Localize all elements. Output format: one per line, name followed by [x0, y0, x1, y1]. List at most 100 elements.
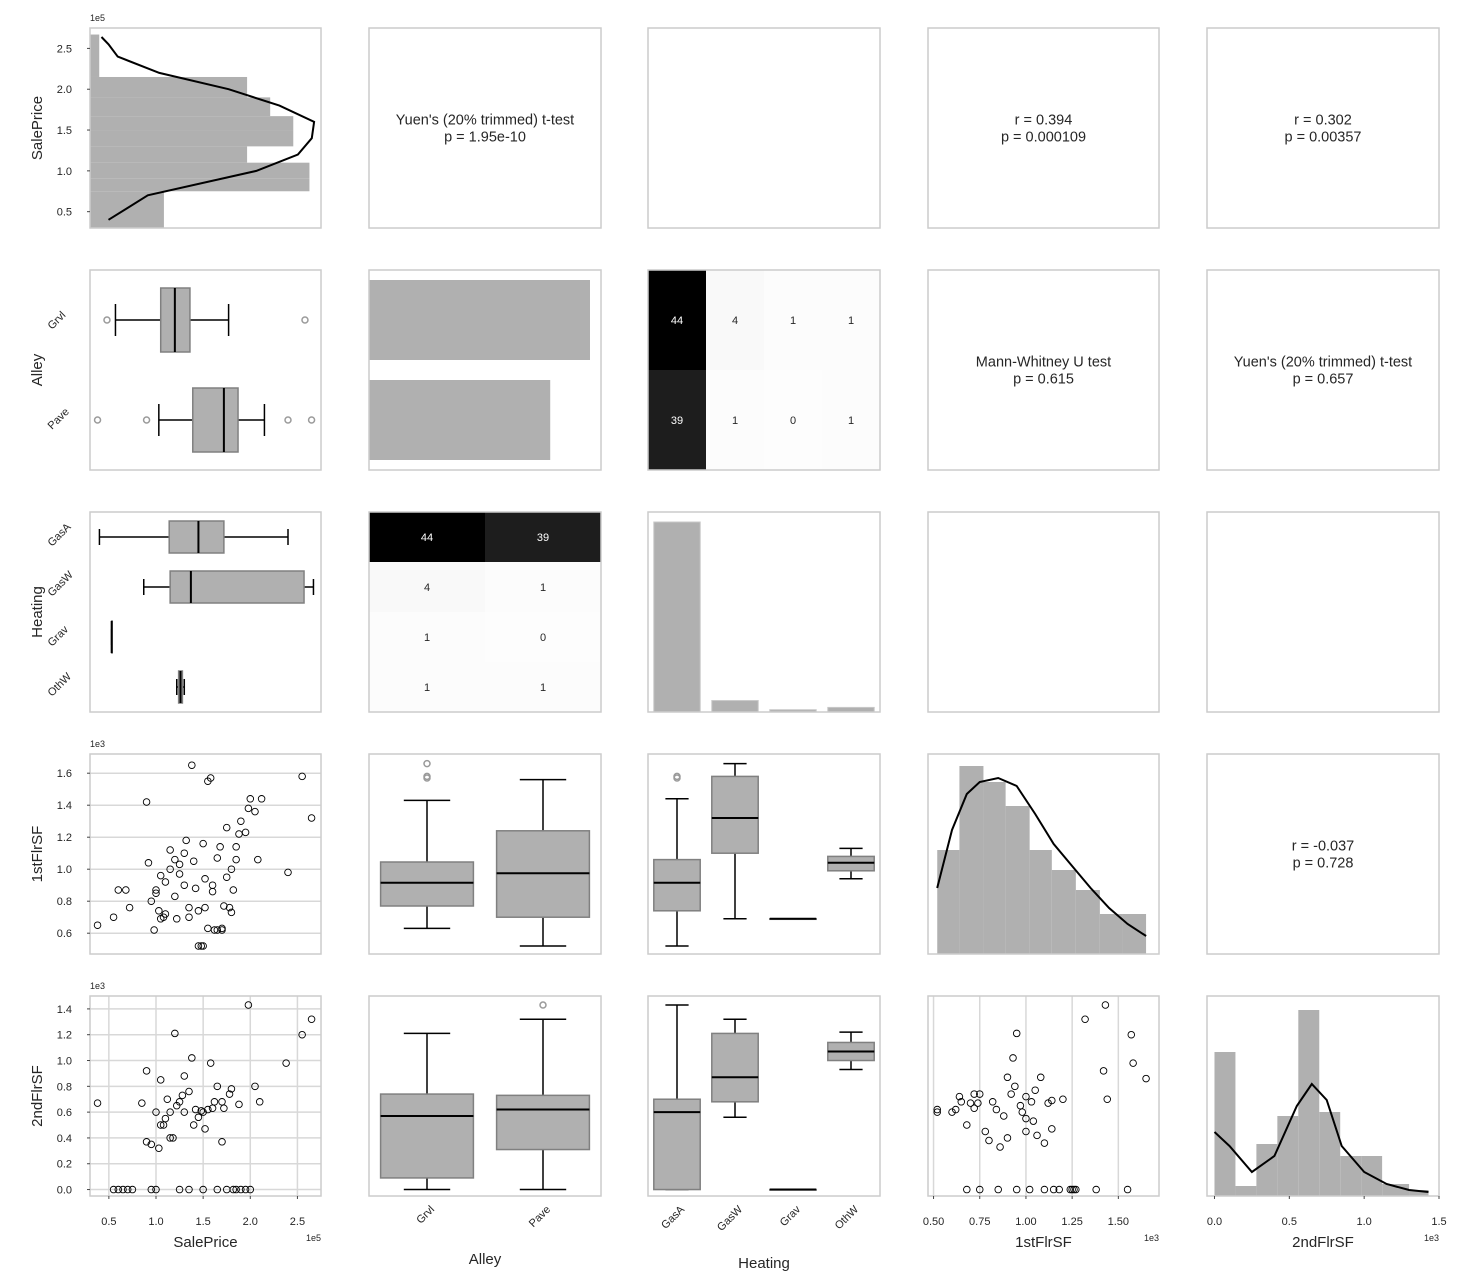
scatter-point [257, 795, 266, 803]
x-tick-label: 1.00 [1015, 1216, 1036, 1228]
panel-frame [927, 27, 1160, 229]
panel-frame [1206, 27, 1440, 229]
scatter-point [232, 1185, 240, 1194]
histogram-bar [1214, 1052, 1236, 1196]
scatter-point [225, 1090, 234, 1098]
box-iqr [711, 775, 759, 854]
y-tick-label: 0.5 [57, 207, 72, 219]
y-tick-label: 1.0 [57, 1056, 72, 1068]
scatter-point [1022, 1092, 1030, 1101]
scatter-point [142, 1138, 151, 1146]
scatter-point [213, 854, 222, 862]
x-tick-label: OthW [833, 1203, 862, 1232]
x-tick-label: Grav [778, 1203, 804, 1229]
scatter-point [975, 1185, 984, 1194]
scatter-point [171, 1029, 179, 1038]
panel-2ndFlrSF-vs-Alley [368, 995, 602, 1197]
scatter-point [225, 903, 234, 912]
stat-test-line: r = 0.302 [1294, 113, 1352, 129]
scatter-point [216, 843, 224, 851]
heatmap-count: 1 [848, 415, 854, 427]
scatter-point [172, 915, 181, 923]
scatter-point [208, 887, 217, 896]
scatter-point [1068, 1185, 1076, 1194]
boxplot-GasA [98, 520, 289, 554]
scatter-point [1022, 1127, 1030, 1136]
scatter-point [218, 1098, 226, 1106]
scatter-point [175, 870, 184, 878]
scatter-point [185, 1185, 193, 1194]
scatter-point [1049, 1185, 1058, 1194]
scatter-point [156, 1076, 165, 1084]
scatter-point [93, 1099, 102, 1107]
scatter-point [147, 1140, 156, 1149]
histogram-bar [90, 116, 294, 131]
scatter-point [981, 1127, 990, 1136]
scatter-point [970, 1090, 978, 1098]
scatter-point [166, 1134, 174, 1142]
boxplot-GasW [711, 762, 759, 920]
scatter-point [175, 1185, 184, 1194]
scatter-point [189, 857, 198, 865]
histogram-bar [1075, 890, 1100, 954]
histogram-bar [1256, 1144, 1278, 1196]
scatter-point [109, 913, 118, 921]
scatter-point [232, 843, 240, 851]
stat-test-line: Yuen's (20% trimmed) t-test [396, 113, 574, 129]
y-tick-label: Grvl [46, 309, 69, 332]
scatter-point [1029, 1117, 1038, 1125]
scatter-point [1031, 1086, 1039, 1094]
scatter-point [206, 1059, 215, 1067]
scatter-point [227, 1085, 236, 1093]
histogram-bar [1319, 1112, 1341, 1196]
scatter-point [244, 1001, 253, 1009]
x-offset-label: 1e3 [1144, 1233, 1159, 1243]
heatmap-cell [822, 370, 881, 471]
x-tick-label: 1.5 [1431, 1216, 1446, 1228]
boxplot-OthW [827, 847, 875, 880]
panel-frame [368, 27, 602, 229]
panel-frame [89, 995, 322, 1197]
scatter-point [180, 881, 189, 889]
x-tick-label: Pave [527, 1204, 553, 1230]
y-tick-label: 0.2 [57, 1159, 72, 1171]
x-tick-label: 2.0 [243, 1216, 258, 1228]
scatter-point [161, 1114, 170, 1123]
scatter-point [1018, 1108, 1026, 1116]
histogram-bar [90, 130, 294, 147]
y-tick-label: 1.2 [57, 1030, 72, 1042]
scatter-point [1012, 1185, 1021, 1194]
scatter-point [957, 1098, 966, 1106]
panel-2ndFlrSF-vs-2ndFlrSF [1206, 995, 1440, 1197]
scatter-point [1009, 1054, 1017, 1062]
scatter-point [204, 924, 212, 933]
x-axis-label: Heating [738, 1255, 790, 1272]
histogram-bar [1051, 870, 1076, 954]
scatter-point [138, 1099, 146, 1107]
scatter-point [199, 942, 207, 950]
scatter-point [1003, 1073, 1012, 1082]
panel-frame [89, 269, 322, 471]
heatmap-cell [369, 562, 486, 613]
panel-1stFlrSF-vs-Alley [368, 753, 602, 955]
y-offset-label: 1e3 [90, 739, 105, 749]
scatter-point [182, 836, 190, 845]
scatter-point [1033, 1131, 1041, 1140]
stat-test-line: p = 0.615 [1013, 372, 1074, 388]
panel-frame [647, 27, 881, 229]
scatter-point [155, 907, 163, 915]
heatmap-cell [485, 612, 602, 663]
heatmap-count: 1 [790, 315, 796, 327]
scatter-point [1123, 1185, 1132, 1194]
y-tick-label: 1.6 [57, 768, 72, 780]
y-axis-label: SalePrice [29, 96, 46, 160]
boxplot-GasA [653, 772, 701, 947]
heatmap-cell [485, 562, 602, 613]
scatter-point [201, 903, 209, 912]
scatter-point [246, 1185, 255, 1194]
scatter-point [125, 903, 134, 912]
panel-frame [368, 753, 602, 955]
scatter-point [1016, 1101, 1025, 1110]
scatter-point [1103, 1095, 1112, 1103]
